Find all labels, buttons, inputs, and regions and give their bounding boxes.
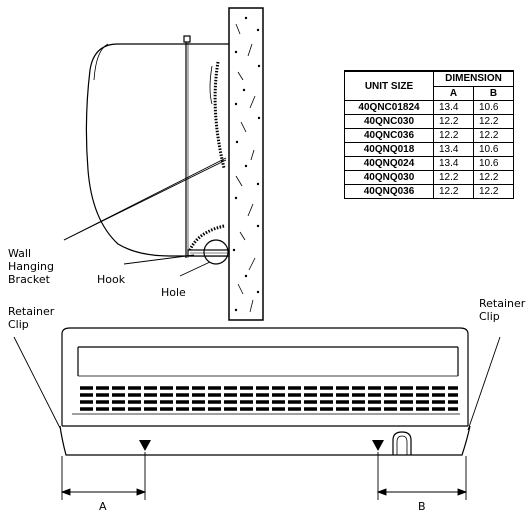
dimension-a-cell: 13.4 [433,100,474,115]
unit-size-cell: 40QNQ018 [344,142,434,157]
dimension-a-cell: 12.2 [433,114,474,129]
retainer-clip-left-label: Retainer Clip [8,305,58,331]
unit-size-cell: 40QNQ036 [344,184,434,199]
dimension-a-cell: 12.2 [433,170,474,185]
left-marker [139,440,151,451]
dimension-b-cell: 10.6 [473,100,514,115]
dimension-b-cell: 10.6 [473,142,514,157]
retainer-clip-right-label: Retainer Clip [479,297,528,323]
unit-size-cell: 40QNQ030 [344,170,434,185]
unit-size-cell: 40QNC036 [344,128,434,143]
dimension-header: DIMENSION [433,70,514,87]
unit-size-cell: 40QNC01824 [344,100,434,115]
dimension-a-label: A [99,500,107,513]
dimension-a-cell: 12.2 [433,184,474,199]
dimension-b-label: B [418,500,426,513]
indoor-unit-front-view [59,327,471,456]
wall-hanging-bracket-label: Wall Hanging Bracket [8,247,57,286]
dimension-b-cell: 12.2 [473,170,514,185]
hole-label: Hole [161,286,186,299]
wall-section [228,7,264,321]
dimension-a [60,452,147,500]
dimension-b-cell: 12.2 [473,114,514,129]
dimension-b-header: B [473,85,514,101]
leader-lines [63,157,227,277]
dimension-a-cell: 13.4 [433,156,474,171]
unit-size-cell: 40QNC030 [344,114,434,129]
hook-label: Hook [97,273,126,286]
dimension-b-cell: 10.6 [473,156,514,171]
unit-size-header: UNIT SIZE [344,70,434,101]
dimension-b [376,452,468,500]
indoor-unit-side-view [85,35,230,265]
right-marker [372,440,384,451]
dimension-a-cell: 12.2 [433,128,474,143]
dimension-a-header: A [433,85,474,101]
dimension-b-cell: 12.2 [473,128,514,143]
dimension-b-cell: 12.2 [473,184,514,199]
dimension-a-cell: 13.4 [433,142,474,157]
unit-size-cell: 40QNQ024 [344,156,434,171]
